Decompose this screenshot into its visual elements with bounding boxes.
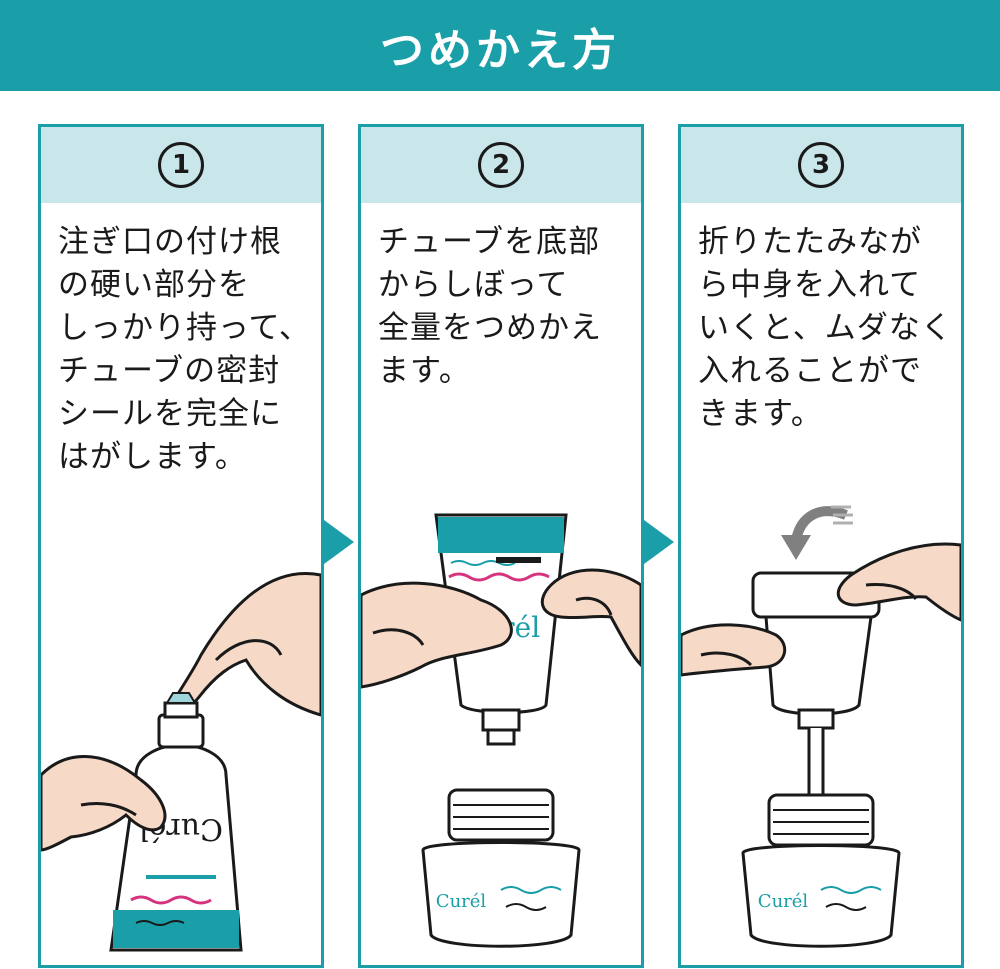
step-header-3: 3	[681, 127, 961, 203]
next-arrow-2	[644, 520, 674, 564]
squeeze-tube-illustration: Curél Curél	[361, 513, 641, 948]
step-header-1: 1	[41, 127, 321, 203]
jar-brand-3: Curél	[758, 891, 809, 912]
step-number-3: 3	[798, 142, 844, 188]
next-arrow-1	[324, 520, 354, 564]
jar-brand-2: Curél	[436, 891, 487, 912]
step-text-3: 折りたたみなが ら中身を入れて いくと、ムダなく 入れることがで きます。	[698, 224, 953, 432]
step-number-2: 2	[478, 142, 524, 188]
step-panel-1: 1 注ぎ口の付け根 の硬い部分を しっかり持って、 チューブの密封 シールを完全…	[38, 124, 324, 968]
page-title: つめかえ方	[380, 24, 620, 76]
step-panel-2: 2 チューブを底部 からしぼって 全量をつめかえ ます。 Curél Curél	[358, 124, 644, 968]
step-header-2: 2	[361, 127, 641, 203]
step-panel-3: 3 折りたたみなが ら中身を入れて いくと、ムダなく 入れることがで きます。 …	[678, 124, 964, 968]
step-number-1: 1	[158, 142, 204, 188]
step-text-1: 注ぎ口の付け根 の硬い部分を しっかり持って、 チューブの密封 シールを完全に …	[58, 224, 311, 475]
header-bar: つめかえ方	[0, 0, 1000, 91]
peel-seal-illustration: Curél	[41, 572, 321, 952]
fold-tube-illustration: Curél	[681, 505, 961, 948]
step-text-2: チューブを底部 からしぼって 全量をつめかえ ます。	[378, 224, 602, 389]
